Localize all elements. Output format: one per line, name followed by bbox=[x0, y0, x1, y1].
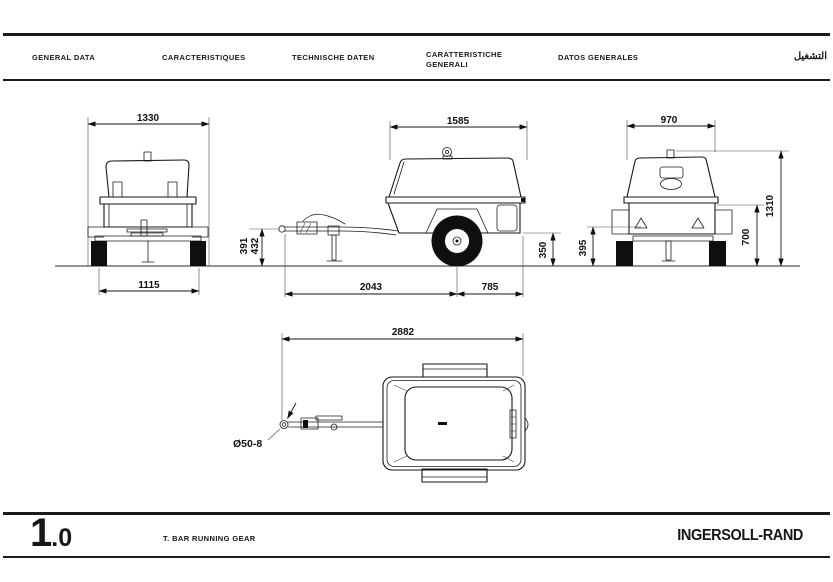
rear-vent-plate bbox=[659, 166, 684, 179]
front-dim-track-width: 1115 bbox=[98, 268, 200, 295]
rear-dim-fender-height: 395 bbox=[578, 226, 641, 267]
front-left-wheel bbox=[91, 241, 107, 266]
rear-view: 970 395 bbox=[578, 115, 789, 267]
dim-top-overall-length: 2882 bbox=[392, 327, 415, 338]
front-body bbox=[103, 203, 193, 228]
top-upper-wheel bbox=[422, 363, 488, 378]
side-lifting-eye bbox=[442, 147, 452, 157]
rear-dim-canopy-width: 970 bbox=[626, 115, 716, 160]
top-tommy-bar bbox=[315, 415, 343, 421]
dim-rear-canopy-width: 970 bbox=[661, 115, 678, 126]
section-number: 1.0 bbox=[30, 511, 72, 556]
front-dim-overall-width: 1330 bbox=[87, 113, 210, 266]
top-body-outer bbox=[382, 376, 526, 471]
rear-left-wheel bbox=[616, 241, 633, 266]
side-dim-eye-height: 391 432 bbox=[239, 228, 280, 267]
rear-right-wheel bbox=[709, 241, 726, 266]
rear-right-reflector bbox=[691, 217, 705, 229]
dim-side-eye-height-min: 391 bbox=[239, 237, 250, 254]
dim-rear-overall-height: 1310 bbox=[765, 194, 776, 217]
brand-logo: INGERSOLL-RAND bbox=[677, 527, 803, 545]
top-latch-bump bbox=[524, 417, 529, 432]
header-label-ar: التشغيل bbox=[793, 51, 827, 62]
side-rear-door bbox=[496, 204, 518, 232]
dim-front-overall-width: 1330 bbox=[137, 113, 160, 124]
header-label-en: GENERAL DATA bbox=[32, 53, 96, 62]
front-rim bbox=[99, 196, 197, 205]
rear-dim-overall-height: 1310 bbox=[676, 150, 789, 267]
top-view: 2882 bbox=[233, 327, 529, 483]
header-label-es: DATOS GENERALES bbox=[558, 53, 639, 62]
dim-rear-deck-height: 700 bbox=[741, 228, 752, 245]
dim-side-rear-clearance: 350 bbox=[538, 241, 549, 258]
side-dim-lengths: 2043 785 bbox=[284, 234, 524, 297]
side-canopy bbox=[388, 157, 522, 198]
rear-roof-knob bbox=[666, 149, 675, 159]
front-towbar-end bbox=[140, 219, 148, 237]
top-handle bbox=[438, 422, 447, 425]
side-coupling bbox=[296, 221, 318, 235]
front-right-fender bbox=[191, 226, 209, 238]
top-dim-towing-eye: Ø50-8 bbox=[233, 402, 297, 450]
side-rim bbox=[385, 196, 526, 204]
header-top-rule bbox=[3, 33, 830, 36]
top-canopy bbox=[404, 386, 513, 461]
front-view: 1330 bbox=[87, 113, 210, 295]
rear-machine bbox=[611, 149, 733, 266]
top-towing-eye bbox=[279, 420, 289, 429]
side-dim-rear-clearance: 350 bbox=[523, 232, 561, 267]
footer-bottom-rule bbox=[3, 556, 830, 558]
front-left-fender bbox=[87, 226, 105, 238]
top-machine bbox=[279, 363, 529, 483]
rear-right-fender bbox=[714, 209, 733, 235]
rear-left-reflector bbox=[634, 217, 648, 229]
front-left-pillar bbox=[112, 181, 123, 198]
side-wheel-arch bbox=[425, 208, 489, 234]
rear-oval-lamp bbox=[660, 178, 682, 190]
side-brake-lever bbox=[302, 213, 346, 225]
rear-axle bbox=[632, 235, 714, 242]
header-label-fr: CARACTERISTIQUES bbox=[162, 53, 246, 62]
rear-rim bbox=[623, 196, 719, 204]
dim-front-track-width: 1115 bbox=[138, 280, 160, 291]
side-towbar bbox=[278, 213, 399, 262]
header-bottom-rule bbox=[3, 79, 830, 81]
footer-top-rule bbox=[3, 512, 830, 515]
top-dim-overall-length: 2882 bbox=[281, 327, 524, 420]
top-body-inner bbox=[386, 380, 522, 467]
dim-side-eye-to-axle: 2043 bbox=[360, 282, 383, 293]
front-canopy bbox=[105, 159, 190, 198]
side-canopy-seam bbox=[393, 161, 405, 195]
side-dim-body-length: 1585 bbox=[389, 116, 528, 160]
front-right-wheel bbox=[190, 241, 206, 266]
dim-side-axle-to-rear: 785 bbox=[482, 282, 499, 293]
top-drawbar bbox=[279, 415, 384, 431]
section-number-major: 1 bbox=[30, 511, 52, 555]
section-number-minor: .0 bbox=[51, 524, 73, 552]
header-label-de: TECHNISCHE DATEN bbox=[292, 53, 375, 62]
side-view: 1585 bbox=[239, 116, 561, 297]
top-lower-wheel bbox=[421, 468, 488, 483]
dim-side-body-length: 1585 bbox=[447, 116, 470, 127]
front-machine bbox=[87, 151, 209, 266]
rear-canopy bbox=[626, 156, 716, 198]
rear-dim-deck-height: 700 bbox=[717, 204, 764, 267]
front-right-pillar bbox=[167, 181, 178, 198]
side-jack-stand bbox=[331, 234, 337, 261]
rear-left-fender bbox=[611, 209, 630, 235]
top-jack-handle bbox=[330, 423, 338, 431]
top-coupling bbox=[300, 417, 319, 430]
front-roof-knob bbox=[143, 151, 152, 162]
rear-body bbox=[628, 202, 716, 235]
dim-side-eye-height-max: 432 bbox=[250, 237, 261, 254]
side-body bbox=[387, 202, 521, 234]
dim-top-towing-eye-dia: Ø50-8 bbox=[233, 438, 262, 450]
front-axle bbox=[94, 235, 202, 242]
dim-rear-fender-height: 395 bbox=[578, 239, 589, 256]
side-machine bbox=[278, 147, 526, 267]
rear-jack bbox=[665, 240, 672, 261]
section-title: T. BAR RUNNING GEAR bbox=[163, 534, 256, 543]
